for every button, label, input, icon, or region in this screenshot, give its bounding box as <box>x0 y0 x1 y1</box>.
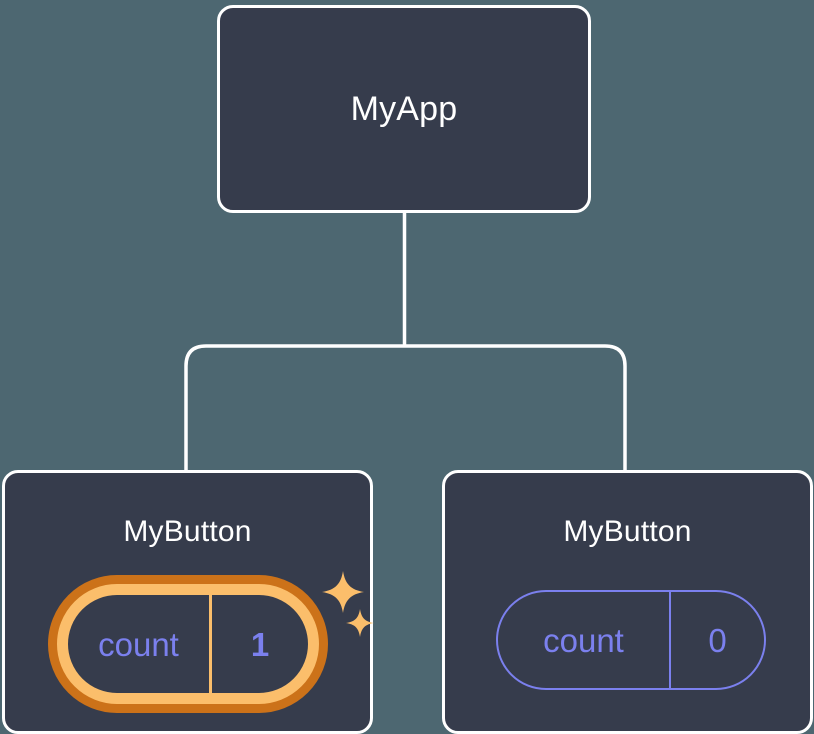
state-pill-1[interactable]: count 0 <box>496 590 766 690</box>
node-mybutton-1-title: MyButton <box>563 515 692 548</box>
state-pill-0[interactable]: count 1 <box>48 571 374 713</box>
node-mybutton-0[interactable]: MyButton count 1 <box>2 470 374 734</box>
sparkle-small-icon <box>346 609 374 637</box>
node-myapp-title: MyApp <box>350 90 458 128</box>
connector-branch-bus <box>184 344 627 472</box>
node-myapp[interactable]: MyApp <box>217 5 591 213</box>
state-pill-1-key: count <box>498 592 671 688</box>
node-mybutton-1[interactable]: MyButton count 0 <box>442 470 813 734</box>
state-pill-0-key: count <box>68 595 212 693</box>
state-pill-1-value: 0 <box>708 621 727 659</box>
node-mybutton-0-title: MyButton <box>123 515 252 548</box>
state-pill-0-value: 1 <box>250 625 270 663</box>
